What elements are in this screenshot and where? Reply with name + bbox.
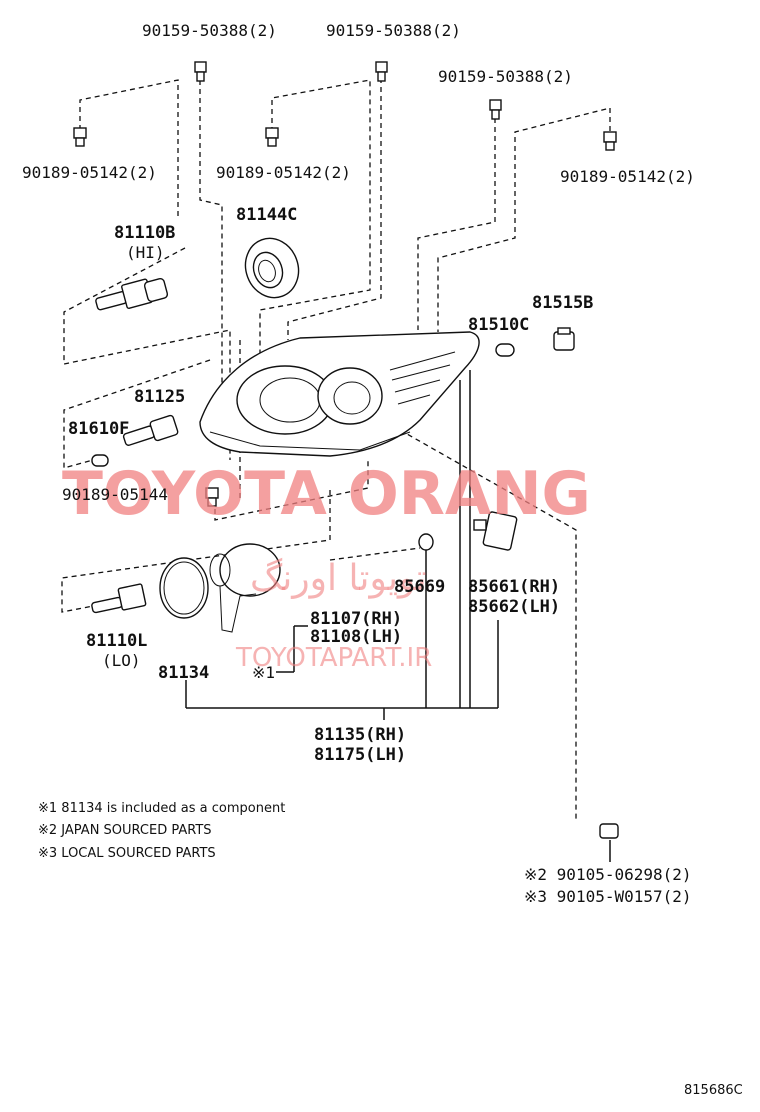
label-bulb-81510c: 81510C [468,315,529,335]
label-socket-81515b: 81515B [532,293,593,313]
position-bulb-icon [91,454,109,467]
label-bulb-hi: 81110B [114,223,175,243]
label-unit-rh: 81107(RH) [310,609,402,629]
note-3: ※3 LOCAL SOURCED PARTS [38,846,216,861]
label-assy-rh: 81135(RH) [314,725,406,745]
label-bolt-right: 90159-50388(2) [438,67,573,86]
bracket-lines [185,370,611,862]
bolt-icon [194,61,502,120]
side-bulb-icon [495,343,515,357]
label-oring: 85669 [394,577,445,597]
label-nut-mid: 90189-05142(2) [216,163,351,182]
ballast-unit-icon [209,543,281,633]
position-socket-icon [122,414,179,446]
label-bulb-lo: 81110L [86,631,147,651]
leveling-motor-icon [473,511,518,551]
footnotes: ※1 81134 is included as a component ※2 J… [38,801,285,861]
label-bulb-81610f: 81610F [68,419,129,439]
label-nut-left: 90189-05142(2) [22,163,157,182]
watermark-main: TOYOTA ORANG [62,459,591,529]
note-2: ※2 JAPAN SOURCED PARTS [38,823,212,838]
gasket-icon [159,557,209,619]
hi-bulb-icon [95,277,169,311]
leader-lines [61,78,611,822]
lo-bulb-icon [91,583,147,614]
part-labels: 90159-50388(2) 90159-50388(2) 90159-5038… [22,21,695,906]
label-cover: 81144C [236,205,297,225]
screw-icon [599,823,619,839]
label-motor-rh: 85661(RH) [468,577,560,597]
label-screw-local: ※3 90105-W0157(2) [524,887,692,906]
label-gasket: 81134 [158,663,209,683]
label-bolt-top-left: 90159-50388(2) [142,21,277,40]
note-1: ※1 81134 is included as a component [38,801,285,816]
label-assy-lh: 81175(LH) [314,745,406,765]
cover-icon [244,237,300,299]
label-bulb-hi-sub: (HI) [126,243,165,262]
headlamp-housing-icon [199,331,480,457]
label-motor-lh: 85662(LH) [468,597,560,617]
watermark-site: TOYOTAPART.IR [235,643,432,673]
label-socket-81125: 81125 [134,387,185,407]
label-nut-bottom: 90189-05144 [62,485,168,504]
label-screw-japan: ※2 90105-06298(2) [524,865,692,884]
diagram-code: 815686C [684,1083,743,1098]
side-socket-icon [553,327,575,351]
label-nut-right: 90189-05142(2) [560,167,695,186]
o-ring-icon [418,533,434,551]
label-unit-lh: 81108(LH) [310,627,402,647]
watermark: TOYOTA ORANG تویوتا اورنگ TOYOTAPART.IR [62,459,591,673]
label-ref1: ※1 [252,663,275,682]
watermark-arabic: تویوتا اورنگ [250,557,427,599]
label-bolt-top-mid: 90159-50388(2) [326,21,461,40]
label-bulb-lo-sub: (LO) [102,651,141,670]
nut-icon [73,127,617,507]
